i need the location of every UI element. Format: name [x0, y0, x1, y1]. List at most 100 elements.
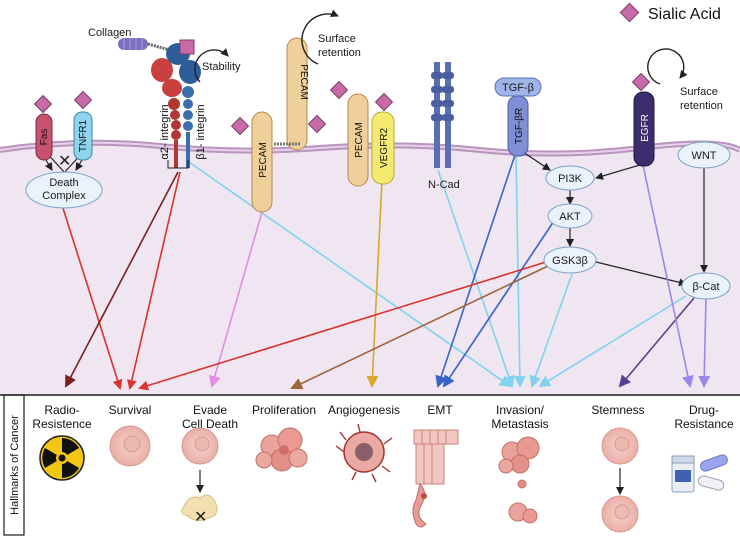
surface-retention-2-label-a: Surface	[680, 86, 718, 98]
pecam-left-receptor: PECAM	[251, 111, 273, 213]
arrow-gsk3b-to-prolif	[290, 265, 549, 390]
inhibition-x-icon: ✕	[58, 153, 71, 170]
evade-cell-death-icon: ✕	[181, 427, 219, 526]
surface-retention-1-label-b: retention	[318, 47, 361, 59]
surface-retention-1-label-a: Surface	[318, 33, 356, 45]
svg-text:PECAM: PECAM	[298, 64, 309, 100]
hallmarks-title: Hallmarks of Cancer	[9, 415, 21, 515]
svg-text:PECAM: PECAM	[258, 142, 269, 178]
fas-receptor: Fas	[35, 113, 53, 161]
invasion-metastasis-icon	[498, 436, 540, 524]
collagen-label: Collagen	[88, 27, 131, 39]
sialic-acid-integrin	[179, 39, 195, 55]
death-complex-label-2: Complex	[42, 190, 86, 202]
cytoplasm	[0, 142, 740, 395]
arrow-death-to-survival	[61, 204, 123, 390]
tgfb-label: TGF-β	[502, 82, 534, 94]
arrow-akt-to-emt	[442, 217, 557, 388]
arrow-ncad-to-invasion	[437, 169, 515, 388]
hallmark-label-1-1: Survival	[109, 403, 152, 417]
hallmark-label-0-1: Radio-	[44, 403, 79, 417]
svg-text:TGF-βR: TGF-βR	[514, 108, 525, 144]
hallmarks-bracket	[3, 394, 25, 536]
arrow-pecam-to-evade	[208, 211, 263, 388]
hallmark-label-2-1: Evade	[193, 403, 227, 417]
egfr-receptor: EGFR	[633, 91, 655, 167]
svg-text:PECAM: PECAM	[354, 122, 365, 158]
angiogenesis-icon	[335, 423, 393, 483]
sialic-acid-legend-icon	[619, 2, 640, 23]
hallmark-label-6-1: Invasion/	[496, 403, 545, 417]
svg-text:EGFR: EGFR	[640, 114, 651, 142]
tnfr1-receptor: TNFR1	[73, 111, 93, 161]
gsk3b-label: GSK3β	[552, 255, 588, 267]
sialic-acid-pecam-top	[307, 114, 327, 134]
arrow-gsk3b-to-invasion	[529, 273, 573, 388]
pecam-mid-receptor: PECAM	[347, 93, 369, 187]
surface-retention-2-label-b: retention	[680, 100, 723, 112]
wnt-label: WNT	[691, 150, 716, 162]
pi3k-label: PI3K	[558, 173, 583, 185]
gsk3b-node	[543, 246, 597, 274]
svg-text:✕: ✕	[194, 509, 207, 526]
hallmark-label-8-1: Drug-	[689, 403, 719, 417]
bcat-node	[681, 272, 731, 300]
arrow-vegfr2-to-angio	[366, 179, 383, 388]
arrow-gsk3b-to-bcat	[595, 261, 687, 287]
collagen-icon	[118, 38, 171, 52]
arrow-integrin-to-radio	[65, 171, 179, 388]
stability-label: Stability	[202, 61, 241, 73]
sialic-acid-vegfr2	[374, 92, 394, 112]
arrow-tgfbr-to-emt	[435, 154, 516, 388]
arrow-egfr-to-drug	[642, 164, 694, 388]
hallmark-label-7-1: Stemness	[591, 403, 644, 417]
drug-resistance-icon	[671, 454, 728, 493]
wnt-node	[677, 141, 731, 169]
sialic-acid-tnfr1	[73, 90, 93, 110]
svg-text:Fas: Fas	[39, 129, 50, 146]
surface-retention-cycle-icon-1	[301, 9, 339, 65]
svg-text:TNFR1: TNFR1	[78, 119, 89, 152]
hallmark-label-8-2: Resistance	[674, 417, 734, 431]
ncad-receptor	[431, 62, 454, 168]
akt-label: AKT	[559, 211, 581, 223]
hallmark-label-5-1: EMT	[427, 403, 453, 417]
surface-retention-cycle-icon-2	[647, 48, 688, 85]
beta1-integrin-label: β1- integrin	[195, 104, 207, 159]
sialic-acid-pecam-mid	[329, 80, 349, 100]
vegfr2-receptor: VEGFR2	[371, 111, 395, 185]
pi3k-node	[545, 165, 595, 191]
hallmark-label-3-1: Proliferation	[252, 403, 316, 417]
arrow-bcat-to-invasion	[538, 295, 687, 388]
sialic-acid-pecam-left	[230, 116, 250, 136]
hallmark-label-6-2: Metastasis	[491, 417, 548, 431]
arrow-bcat-to-stemness	[618, 297, 695, 388]
pecam-top-receptor: PECAM	[286, 37, 309, 151]
emt-icon	[412, 429, 459, 528]
svg-text:VEGFR2: VEGFR2	[379, 128, 390, 168]
arrow-egfr-to-pi3k	[595, 164, 641, 180]
radiation-icon	[39, 435, 85, 481]
death-complex-label-1: Death	[49, 177, 78, 189]
sialic-acid-fas	[33, 94, 53, 114]
ncad-label: N-Cad	[428, 179, 460, 191]
survival-cell-icon	[109, 425, 151, 467]
death-complex-node	[25, 171, 103, 209]
arrow-integrin-to-survival	[126, 171, 181, 390]
arrow-integrin-to-invasion	[185, 159, 512, 388]
stemness-icon	[601, 427, 639, 533]
sialic-acid-legend-label: Sialic Acid	[648, 6, 721, 23]
bcat-label: β-Cat	[692, 281, 719, 293]
alpha2-integrin-label: α2- integrin	[159, 104, 171, 159]
proliferation-icon	[255, 427, 308, 472]
akt-node	[547, 203, 593, 229]
arrow-bcat-to-drug	[698, 297, 711, 388]
tgfbr-receptor: TGF-βR	[507, 95, 529, 157]
alpha2-integrin	[151, 58, 182, 168]
hallmark-label-0-2: Resistence	[32, 417, 92, 431]
hallmark-label-4-1: Angiogenesis	[328, 403, 400, 417]
sialic-acid-egfr	[631, 72, 651, 92]
stability-cycle-icon	[194, 48, 229, 83]
